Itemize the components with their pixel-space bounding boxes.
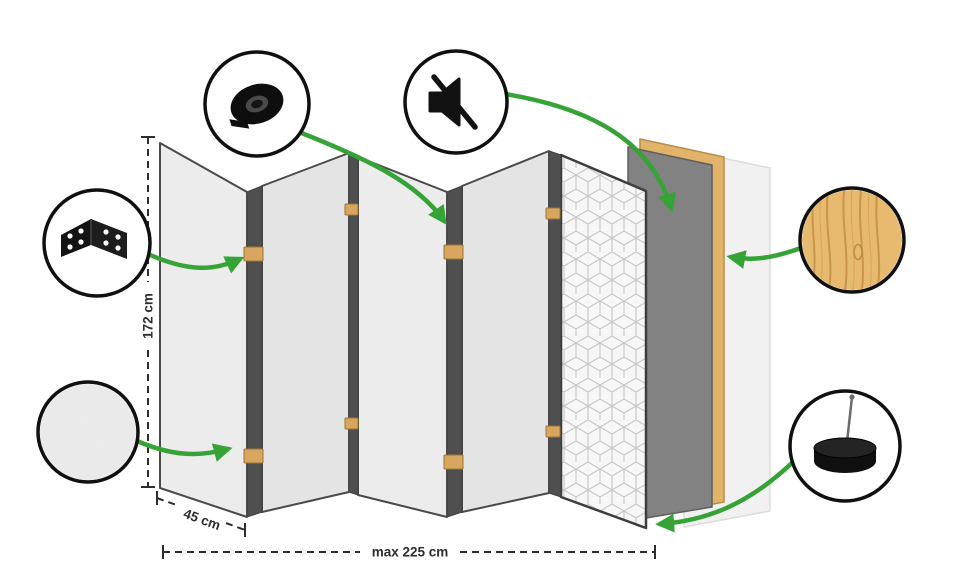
- hinge-callout: [42, 188, 152, 298]
- arrows: [134, 91, 804, 533]
- panel-5-patterned: [559, 153, 648, 530]
- plaster-callout: [36, 380, 140, 484]
- panel-2: [261, 152, 350, 513]
- muted-speaker-icon: [428, 74, 478, 130]
- plaster-texture-swatch: [40, 384, 136, 480]
- arrow-hinge-to-panel: [145, 251, 245, 274]
- arrow-felt-to-bottom: [655, 458, 797, 533]
- felt-pad-with-nail-icon: [813, 394, 877, 473]
- arrow-wood-to-frame: [726, 245, 804, 269]
- max-width-dimension-label: max 225 cm: [372, 545, 449, 560]
- hinge-blocks: [243, 203, 561, 470]
- tape-roll-icon: [229, 83, 284, 129]
- panel-4: [461, 150, 550, 513]
- folding-panels: [159, 142, 648, 530]
- panel-1: [159, 142, 248, 518]
- hinge-block: [243, 448, 264, 464]
- panel-edge-4: [548, 150, 562, 498]
- felt-pad-callout: [788, 389, 902, 503]
- hinge-block: [545, 425, 561, 438]
- hinge-block: [443, 454, 464, 470]
- mute-callout: [403, 49, 509, 155]
- tape-callout: [203, 50, 311, 158]
- wood-texture-swatch: [802, 190, 902, 290]
- height-dimension-label: 172 cm: [141, 293, 156, 339]
- height-dimension: 172 cm: [141, 136, 156, 488]
- arrow-plaster-to-panel: [134, 438, 233, 462]
- hinge-icon: [61, 219, 127, 259]
- rear-layers: [627, 138, 771, 528]
- hinge-block: [443, 244, 464, 260]
- wood-callout: [798, 186, 906, 294]
- hinge-block: [344, 417, 359, 430]
- panel-width-dimension-label: 45 cm: [181, 506, 222, 533]
- panel-edge-1: [246, 185, 263, 518]
- arrow-tape-to-hinge: [296, 129, 447, 225]
- arrow-mute-to-board: [502, 91, 677, 213]
- hinge-block: [545, 207, 561, 220]
- hinge-block: [243, 246, 264, 262]
- max-width-dimension: max 225 cm: [162, 545, 656, 560]
- hinge-block: [344, 203, 359, 216]
